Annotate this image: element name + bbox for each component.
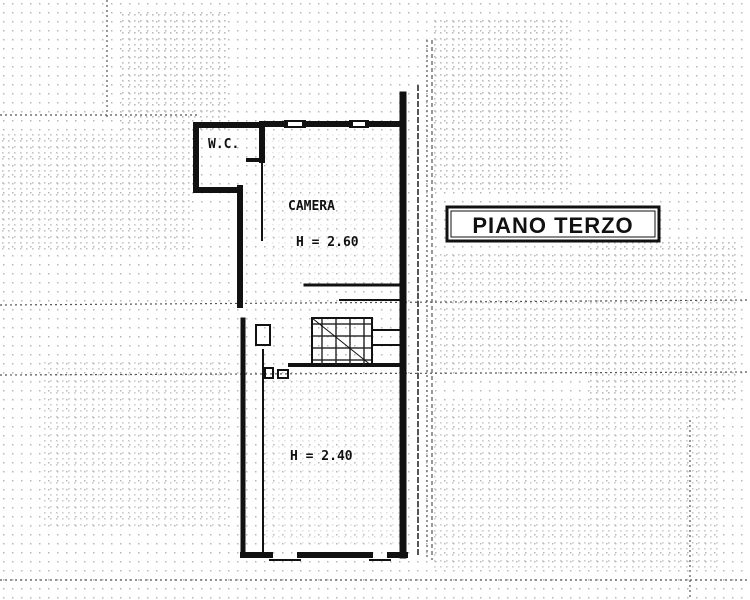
floor-title: PIANO TERZO xyxy=(472,213,633,238)
staircase xyxy=(311,317,400,367)
room-height-lower: H = 2.40 xyxy=(290,449,353,464)
room-label-camera: CAMERA xyxy=(288,199,335,214)
floor-title-box: PIANO TERZO xyxy=(445,205,661,243)
room-height-camera: H = 2.60 xyxy=(296,235,359,250)
room-label-wc: W.C. xyxy=(208,137,239,152)
plan-walls xyxy=(193,91,408,561)
